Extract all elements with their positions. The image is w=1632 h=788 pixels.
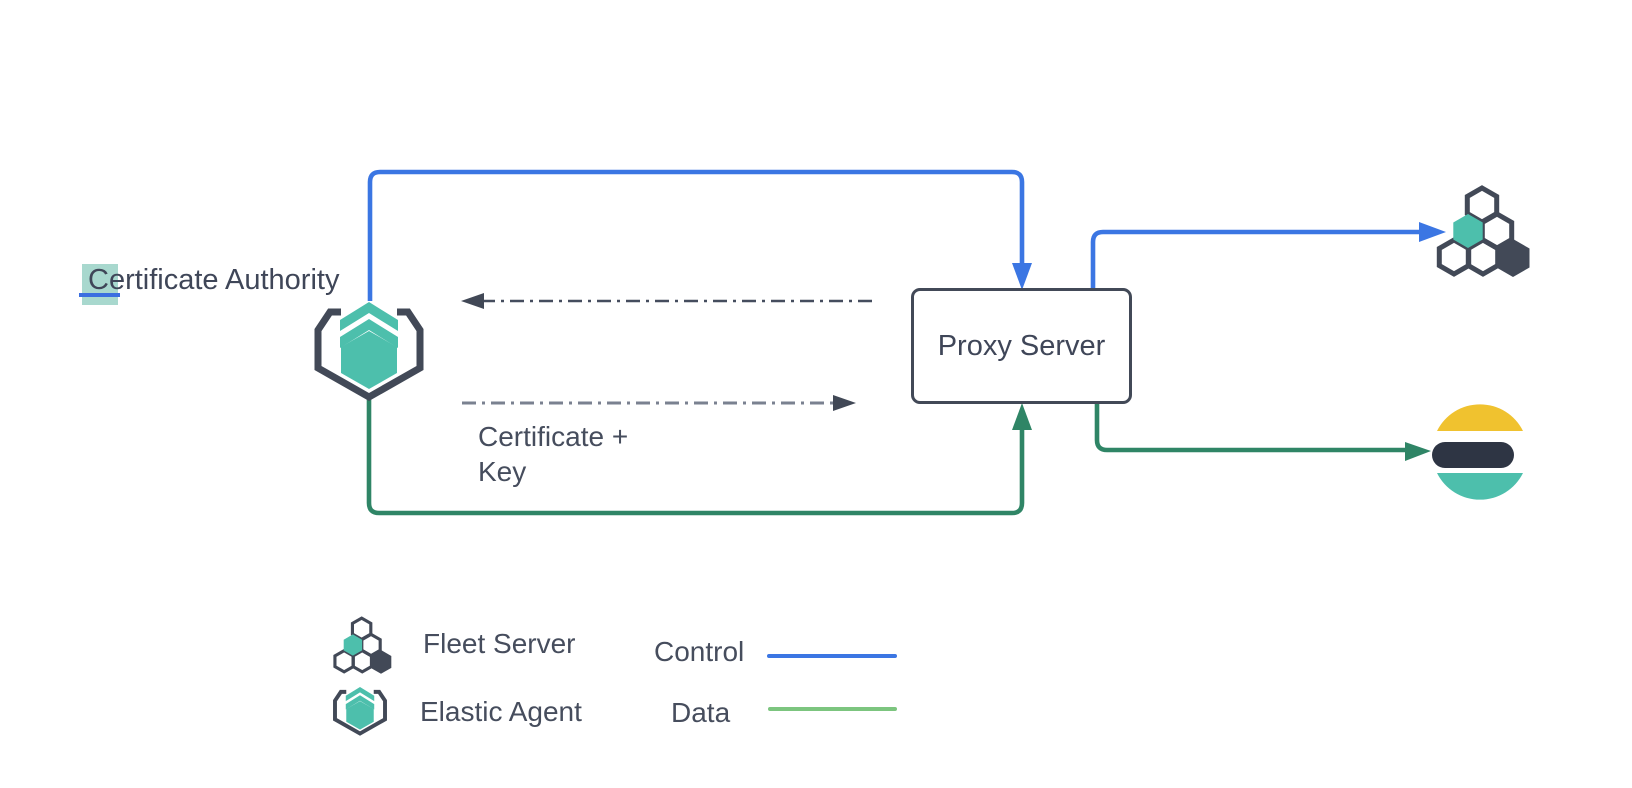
text-cursor-underline [79, 293, 120, 297]
data-edge-agent-to-proxy [366, 397, 1025, 516]
data-arrowhead-elasticsearch [1405, 442, 1431, 461]
certificate-key-line1: Certificate + [478, 421, 629, 452]
fleet-server-icon[interactable] [1425, 172, 1537, 282]
elastic-agent-icon [333, 686, 387, 736]
legend-label-control: Control [654, 636, 745, 667]
control-edge-proxy-to-fleet [1090, 229, 1420, 288]
control-line-swatch [767, 654, 897, 658]
elastic-agent-icon[interactable] [314, 298, 424, 402]
control-arrowhead-proxy [1012, 263, 1032, 290]
certificate-key-label: Certificate + Key [478, 419, 628, 489]
fleet-server-icon [333, 616, 392, 674]
proxy-server-node[interactable]: Proxy Server [911, 288, 1132, 404]
legend-label-elastic-agent: Elastic Agent [420, 696, 582, 727]
certificate-key-line2: Key [478, 456, 527, 487]
proxy-server-label: Proxy Server [937, 329, 1106, 362]
legend-label-fleet-server: Fleet Server [423, 628, 576, 659]
control-edge-agent-to-proxy [367, 169, 1025, 301]
certificate-arrowhead-right [833, 395, 856, 411]
certificate-arrowhead-left [461, 293, 484, 309]
selected-character: C [88, 264, 109, 296]
data-edge-proxy-to-elasticsearch [1094, 404, 1408, 453]
data-arrowhead-proxy [1012, 403, 1032, 430]
data-line-swatch [768, 707, 897, 711]
control-arrowhead-fleet [1419, 222, 1446, 242]
label-rest: ertificate Authority [108, 264, 340, 296]
legend-label-data: Data [671, 697, 731, 728]
certificate-authority-label[interactable]: Certificate Authority [88, 263, 339, 297]
text-selection-highlight [82, 264, 118, 305]
elasticsearch-icon[interactable] [1428, 400, 1532, 504]
